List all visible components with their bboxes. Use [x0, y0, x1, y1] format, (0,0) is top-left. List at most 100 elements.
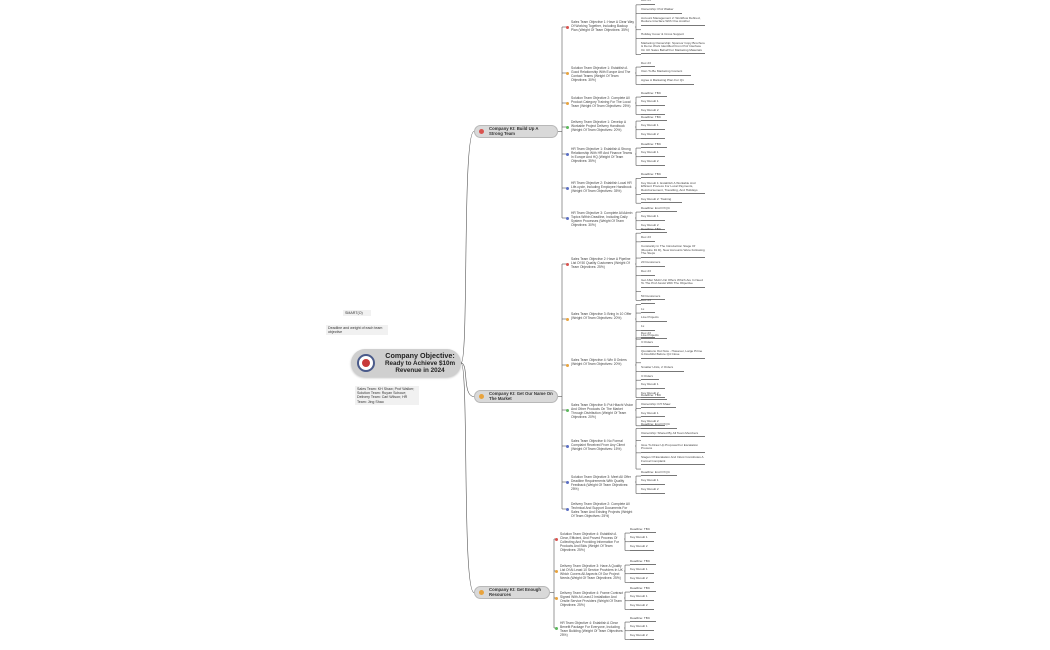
leaf-o1-3[interactable]: Holiday Cover & Cross Support	[641, 32, 695, 39]
objective-o7[interactable]: HR Team Objective 3: Complete All Admin …	[571, 211, 633, 227]
note-n3[interactable]: Sales Team: KH Shaw; Prof Walker; Soluti…	[355, 386, 419, 405]
leaf-o18-2[interactable]: Key Result 2	[630, 633, 655, 640]
note-n1[interactable]: SMART(O)	[343, 310, 371, 317]
leaf-o5-0[interactable]: Deadline: TBC	[641, 142, 668, 149]
leaf-o9-2[interactable]: Live Projects	[641, 316, 668, 322]
leaf-o8-5[interactable]: Get After Multi Unit Offers Which Are In…	[641, 278, 705, 288]
branch-b1[interactable]: Company KI: Build Up A Strong Team	[474, 125, 558, 138]
leaf-o18-0[interactable]: Deadline: TBC	[630, 616, 657, 623]
leaf-o4-1[interactable]: Key Result 1	[641, 124, 666, 130]
leaf-o7-2[interactable]: Key Result 2	[641, 223, 666, 230]
objective-o14[interactable]: Delivery Team Objective 2: Complete All …	[571, 502, 633, 518]
leaf-o11-0[interactable]: Deadline: TBC	[641, 394, 668, 400]
objective-o10[interactable]: Sales Team Objective 4: Win 8 Orders (We…	[571, 358, 627, 366]
leaf-o8-2[interactable]: Constantly In The Introduction Stage Of …	[641, 244, 705, 258]
leaf-o2-1[interactable]: Own To Be Marketing Content	[641, 70, 691, 76]
objective-o5[interactable]: HR Team Objective 1: Establish A Strong …	[571, 147, 633, 163]
leaf-o10-0[interactable]: Dec 23	[641, 332, 656, 338]
leaf-o1-4[interactable]: Marketing Ownership: Sponsor Copy Brochu…	[641, 41, 705, 55]
leaf-o16-0[interactable]: Deadline: TBC	[630, 559, 657, 566]
leaf-o1-1[interactable]: Ownership: Prof Walker	[641, 7, 683, 14]
leaf-o5-1[interactable]: Key Result 1	[641, 151, 666, 157]
leaf-o4-0[interactable]: Deadline: TBC	[641, 115, 668, 122]
objective-marker-icon	[566, 363, 569, 367]
leaf-o11-1[interactable]: Ownership: KH Shaw	[641, 402, 676, 409]
leaf-o2-0[interactable]: Dec 23	[641, 61, 656, 68]
objective-o12[interactable]: Sales Team Objective 6: No Formal Compla…	[571, 439, 625, 451]
leaf-o3-2[interactable]: Key Result 2	[641, 108, 666, 115]
objective-o18[interactable]: HR Team Objective 4: Establish A Clear B…	[560, 621, 624, 637]
leaf-o10-5[interactable]: Key Result 1	[641, 383, 666, 389]
leaf-o7-1[interactable]: Key Result 1	[641, 215, 666, 221]
branch-marker-icon	[479, 590, 484, 595]
leaf-o2-2[interactable]: Agree A Marketing Plan For Q1	[641, 78, 695, 85]
objective-marker-icon	[566, 507, 569, 511]
leaf-o8-4[interactable]: Dec 23	[641, 269, 656, 276]
objective-o4[interactable]: Delivery Team Objective 1: Develop A Wor…	[571, 120, 626, 132]
leaf-o10-4[interactable]: 3 Orders	[641, 374, 659, 381]
objective-o1[interactable]: Sales Team Objective 1: Have A Clear Way…	[571, 20, 635, 32]
central-topic[interactable]: Company Objective: Ready to Achieve $10m…	[351, 349, 461, 377]
leaf-o5-2[interactable]: Key Result 2	[641, 159, 666, 166]
leaf-o7-0[interactable]: Deadline: End Of Q4	[641, 206, 678, 213]
leaf-o16-1[interactable]: Key Result 1	[630, 568, 655, 574]
objective-o6[interactable]: HR Team Objective 2: Establish Local HR …	[571, 181, 632, 193]
objective-o9[interactable]: Sales Team Objective 3: Bring In 10 Offe…	[571, 312, 632, 320]
leaf-o17-2[interactable]: Key Result 2	[630, 603, 655, 610]
leaf-o8-3[interactable]: 20 Customers	[641, 261, 666, 267]
leaf-o6-1[interactable]: Key Result 1: Establish A Workable And E…	[641, 181, 705, 195]
objective-o17[interactable]: Delivery Team Objective 4: Frame Contrac…	[560, 591, 623, 607]
leaf-o11-3[interactable]: Key Result 2	[641, 420, 666, 426]
leaf-o10-6[interactable]: Key Result 2	[641, 391, 666, 398]
leaf-o12-3[interactable]: Stages Of Escalation And Infest Constitu…	[641, 455, 705, 466]
leaf-o10-1[interactable]: 3 Orders	[641, 340, 659, 347]
leaf-o17-0[interactable]: Deadline: TBC	[630, 586, 657, 593]
objective-marker-icon	[555, 596, 558, 600]
leaf-o9-1[interactable]: 1x	[641, 307, 655, 314]
leaf-o1-0[interactable]: Dec 23	[641, 0, 656, 5]
leaf-o3-0[interactable]: Deadline: TBC	[641, 91, 668, 98]
leaf-o9-4[interactable]: Live Projects	[641, 333, 668, 340]
objective-marker-icon	[566, 408, 569, 412]
objective-o2[interactable]: Solution Team Objective 1: Establish A G…	[571, 66, 631, 82]
leaf-o10-3[interactable]: Smaller Units, 2 Orders	[641, 365, 685, 372]
leaf-o15-2[interactable]: Key Result 2	[630, 544, 655, 551]
leaf-o16-2[interactable]: Key Result 2	[630, 576, 655, 583]
leaf-o6-2[interactable]: Key Result 2: Training	[641, 197, 683, 204]
leaf-o12-0[interactable]: Deadline: End Of Q4	[641, 422, 678, 429]
branch-b3[interactable]: Company KI: Get Enough Resources	[474, 586, 550, 599]
leaf-o18-1[interactable]: Key Result 1	[630, 625, 655, 631]
leaf-o12-1[interactable]: Ownership: Shared By All Team Members	[641, 431, 705, 438]
leaf-o3-1[interactable]: Key Result 1	[641, 100, 666, 106]
leaf-o13-1[interactable]: Key Result 1	[641, 479, 666, 485]
central-topic-title: Company Objective: Ready to Achieve $10m…	[381, 352, 459, 375]
leaf-o15-1[interactable]: Key Result 1	[630, 536, 655, 542]
leaf-o9-0[interactable]: Dec 23	[641, 298, 656, 305]
objective-o13[interactable]: Solution Team Objective 3: Meet All Offe…	[571, 475, 631, 491]
branch-b2[interactable]: Company KI: Get Our Name On The Market	[474, 390, 558, 403]
objective-o8[interactable]: Sales Team Objective 2: Have A Pipeline …	[571, 257, 631, 269]
leaf-o10-2[interactable]: Quotations Out Now - However, Large Prim…	[641, 349, 705, 359]
leaf-o6-0[interactable]: Deadline: TBC	[641, 172, 668, 179]
objective-o11[interactable]: Sales Team Objective 5: Put Hitachi Visi…	[571, 403, 634, 419]
leaf-o9-3[interactable]: 1x	[641, 324, 655, 331]
leaf-o8-6[interactable]: 50 Customers	[641, 294, 666, 301]
objective-marker-icon	[566, 125, 569, 129]
objective-marker-icon	[566, 152, 569, 156]
leaf-o17-1[interactable]: Key Result 1	[630, 595, 655, 601]
objective-o16[interactable]: Delivery Team Objective 3: Have A Qualit…	[560, 564, 623, 580]
leaf-o8-0[interactable]: Deadline: TBC	[641, 227, 668, 234]
leaf-o15-0[interactable]: Deadline: TBC	[630, 527, 657, 534]
leaf-o11-2[interactable]: Key Result 1	[641, 411, 666, 418]
objective-o3[interactable]: Solution Team Objective 2: Complete All …	[571, 96, 631, 108]
objective-o15[interactable]: Solution Team Objective 4: Establish A C…	[560, 532, 620, 552]
note-n2[interactable]: Deadline and weight of each team objecti…	[326, 325, 388, 336]
leaf-o12-2[interactable]: Give To Draw Up Proposal For Escalation …	[641, 443, 705, 454]
leaf-o1-2[interactable]: Account Management 2: Workflow Defined, …	[641, 16, 705, 26]
leaf-o4-2[interactable]: Key Result 2	[641, 132, 666, 139]
leaf-o8-1[interactable]: Dec 23	[641, 236, 656, 242]
leaf-o13-2[interactable]: Key Result 2	[641, 487, 666, 494]
leaf-o13-0[interactable]: Deadline: End Of Q4	[641, 470, 678, 477]
